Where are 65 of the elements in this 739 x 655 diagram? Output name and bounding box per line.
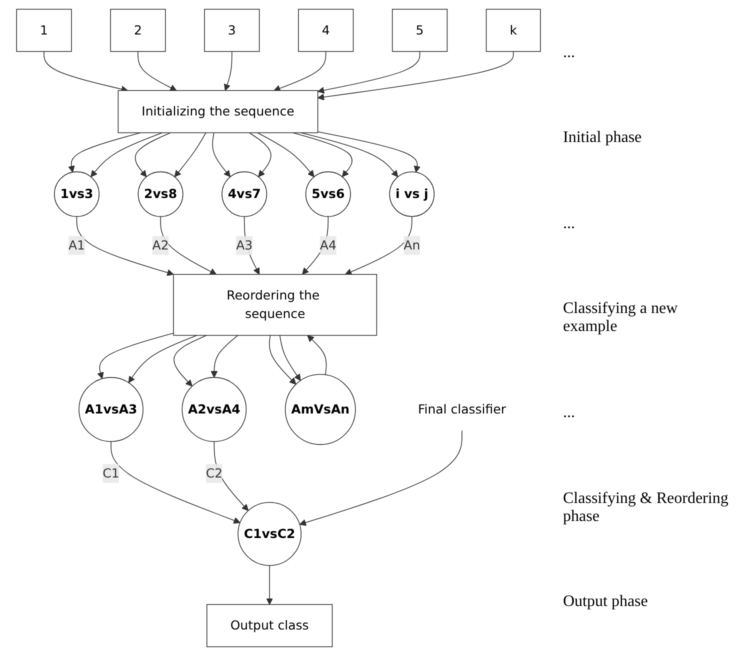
node-box: 2 <box>110 8 166 52</box>
arrow <box>257 132 314 177</box>
arrow <box>244 216 260 274</box>
arrow <box>317 130 420 172</box>
arrow <box>90 132 163 177</box>
arrow <box>300 132 398 177</box>
node-text: Final classifier <box>418 401 506 416</box>
edge-label: A2 <box>152 237 169 252</box>
node-circle: 1vs3 <box>54 170 100 216</box>
arrow <box>317 50 514 100</box>
arrow <box>97 332 174 378</box>
node-box: 3 <box>204 8 260 52</box>
arrow <box>160 216 217 274</box>
node-circle: 2vs8 <box>138 170 184 216</box>
arrow <box>68 132 141 172</box>
arrow <box>248 132 272 177</box>
arrow <box>274 50 326 92</box>
node-box: 4 <box>298 8 354 52</box>
arrow <box>279 334 301 380</box>
phase-label: Classifying a new example <box>563 300 679 336</box>
arrow <box>214 440 249 510</box>
node-circle: i vs j <box>389 171 435 216</box>
arrow <box>138 50 177 90</box>
arrow <box>266 564 273 604</box>
node-box: k <box>486 8 541 52</box>
node-circle: A2vsA4 <box>182 376 247 442</box>
node-circle: 4vs7 <box>222 170 268 216</box>
arrow <box>317 50 420 94</box>
arrow <box>110 440 240 524</box>
arrow <box>299 430 462 526</box>
phase-label: ... <box>563 214 576 233</box>
arrow <box>44 50 128 92</box>
edge-label: C1 <box>102 465 120 480</box>
node-circle: C1vsC2 <box>238 502 302 566</box>
arrow <box>134 132 171 177</box>
arrow <box>76 216 174 276</box>
edge-label: An <box>404 237 420 252</box>
arrow <box>212 132 231 177</box>
node-circle: AmVsAn <box>284 374 356 444</box>
edge-label: A4 <box>320 237 336 252</box>
phase-label: ... <box>563 44 576 62</box>
arrow <box>224 50 232 90</box>
node-box: Initializing the sequence <box>118 90 318 133</box>
arrow <box>210 334 238 378</box>
phase-label: Output phase <box>563 593 649 612</box>
phase-label: ... <box>563 404 576 422</box>
node-box: 5 <box>392 8 448 52</box>
arrow <box>174 132 206 177</box>
arrow <box>344 216 412 275</box>
arrow <box>268 334 296 384</box>
arrow <box>302 216 329 274</box>
arrow <box>128 334 198 383</box>
edge-label: C2 <box>206 465 223 480</box>
arrow <box>174 334 207 386</box>
edge-label: A3 <box>236 237 253 252</box>
node-box: Reordering the sequence <box>173 273 378 336</box>
phase-label: Initial phase <box>563 129 643 148</box>
node-box: Output class <box>206 604 333 647</box>
phase-label: Classifying & Reordering phase <box>563 490 730 526</box>
arrow <box>307 334 327 375</box>
node-circle: 5vs6 <box>305 170 351 216</box>
edge-label: A1 <box>68 237 86 252</box>
node-circle: A1vsA3 <box>78 376 144 442</box>
node-box: 1 <box>16 8 72 52</box>
arrow <box>292 132 352 177</box>
